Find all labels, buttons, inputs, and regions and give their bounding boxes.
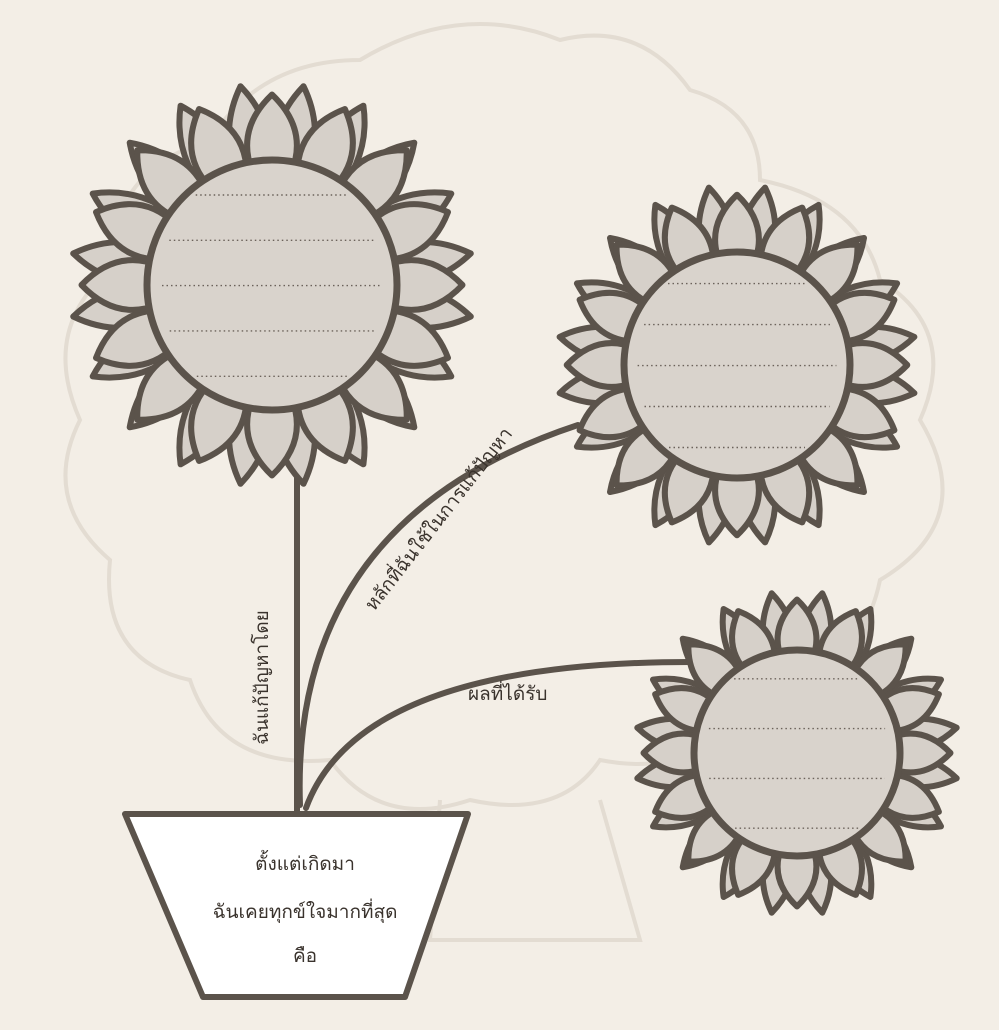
pot-line-1: ตั้งแต่เกิดมา <box>255 850 355 875</box>
branch-label-lower: ผลที่ได้รับ <box>468 680 547 705</box>
stem-label-vertical: ฉันแก้ปัญหาโดย <box>250 610 273 745</box>
pot-line-3: คือ <box>293 945 317 967</box>
branch-label-upper: หลักที่ฉันใช้ในการแก้ปัญหา <box>358 421 517 615</box>
flower-right-upper <box>560 188 915 543</box>
flower-right-lower <box>637 593 956 912</box>
flower-pot: ตั้งแต่เกิดมา ฉันเคยทุกข์ใจมากที่สุด คือ <box>125 814 468 997</box>
pot-line-2: ฉันเคยทุกข์ใจมากที่สุด <box>213 898 398 924</box>
flower-top-left <box>73 86 471 484</box>
upper-branch <box>300 425 578 805</box>
flower-center <box>694 650 900 856</box>
